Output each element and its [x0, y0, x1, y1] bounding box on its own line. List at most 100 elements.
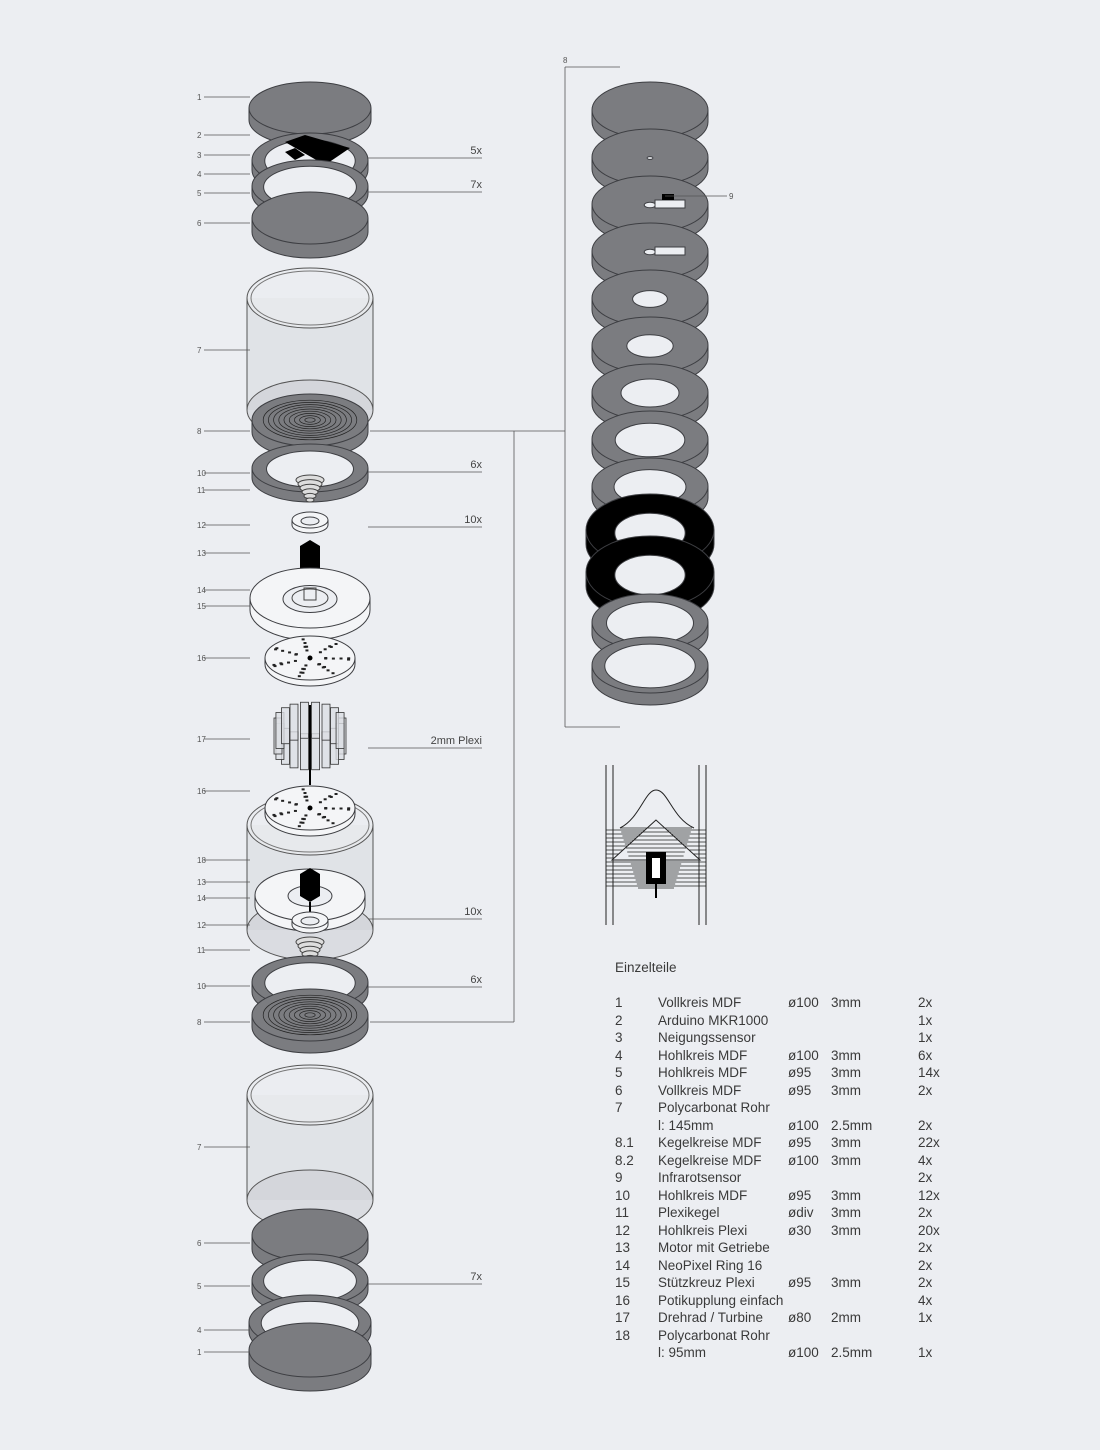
part-quantity: 2x	[918, 1082, 933, 1098]
part-name: Arduino MKR1000	[658, 1012, 769, 1028]
coupling-slot	[301, 638, 305, 641]
cone-ring	[304, 417, 316, 423]
part-thickness: 3mm	[831, 1222, 861, 1238]
cone-ring	[278, 1001, 342, 1029]
coupling-slot	[301, 671, 305, 674]
tube-inner	[250, 270, 370, 326]
coupling-slot	[274, 798, 278, 801]
coupling-slot	[301, 788, 305, 791]
part-name: Polycarbonat Rohr	[658, 1100, 770, 1115]
disc-hole	[300, 516, 320, 526]
coupling-slot	[293, 809, 297, 812]
disc-top	[251, 393, 369, 447]
part-quantity: 1x	[918, 1345, 933, 1360]
part-diameter: ø100	[788, 1152, 819, 1168]
part-number: 1	[615, 995, 623, 1010]
cone-ring	[262, 994, 358, 1036]
stack-label: 8	[563, 56, 568, 65]
coupling-slot	[317, 663, 321, 666]
disc-top	[248, 1322, 372, 1378]
disc-hole	[643, 248, 657, 256]
part-quantity: 14x	[918, 1065, 940, 1080]
quantity-label: 2mm Plexi	[431, 735, 482, 747]
part-quantity: 12x	[918, 1187, 940, 1203]
cone-ring	[299, 415, 321, 425]
cone-ring	[294, 1008, 326, 1022]
disc-hole	[620, 378, 680, 408]
part-thickness: 3mm	[831, 1082, 861, 1098]
callout-number: 2	[197, 131, 202, 140]
callout-number: 1	[197, 93, 202, 102]
part-thickness: 3mm	[831, 1152, 861, 1168]
part-quantity: 1x	[918, 1030, 933, 1045]
coupling-slot	[275, 797, 279, 800]
callout-number: 14	[197, 894, 206, 903]
part-number: 11	[615, 1205, 630, 1220]
part-number: 17	[615, 1310, 631, 1325]
disc-hole	[646, 156, 654, 160]
part-name: Potikupplung einfach	[658, 1292, 784, 1308]
part-name: Vollkreis MDF	[658, 995, 742, 1010]
part-1-solid-disc	[248, 81, 372, 147]
callout-number: 17	[197, 735, 206, 744]
disc-top	[251, 988, 369, 1042]
coupling-slot	[304, 814, 308, 817]
part-12-plexi-ring	[291, 511, 329, 534]
part-2-arduino	[285, 135, 350, 165]
cone-layer	[305, 497, 315, 503]
part-name: Infrarotsensor	[658, 1170, 742, 1185]
callout-number: 1	[197, 1348, 202, 1357]
part-11-plexi-cone	[295, 474, 325, 503]
part-diameter: ø80	[788, 1310, 812, 1325]
coupling-slot	[302, 668, 306, 671]
part-quantity: 2x	[918, 1205, 933, 1220]
callout-number: 10	[197, 982, 206, 991]
callout-number: 18	[197, 856, 206, 865]
coupling-slot	[326, 819, 330, 822]
part-1-solid-disc	[248, 1322, 372, 1392]
part-number: 3	[615, 1030, 623, 1045]
turbine-blade	[321, 703, 331, 741]
coupling-slot	[331, 807, 335, 810]
part-thickness: 2mm	[831, 1310, 861, 1325]
part-number: 16	[615, 1292, 631, 1308]
parts-table-title: Einzelteile	[615, 960, 677, 975]
part-quantity: 22x	[918, 1135, 940, 1150]
coupling-slot	[317, 813, 321, 816]
coupling-slot	[294, 803, 298, 806]
callout-number: 8	[197, 1018, 202, 1027]
tube-top	[246, 267, 374, 329]
callout-number: 14	[197, 586, 206, 595]
part-name: Neigungssensor	[658, 1030, 756, 1045]
part-diameter: ø100	[788, 1117, 819, 1133]
support-cross	[303, 587, 317, 601]
part-quantity: 1x	[918, 1012, 933, 1028]
coupling-slot	[272, 813, 276, 816]
coupling-slot	[304, 664, 308, 667]
tube-inner	[250, 1067, 370, 1123]
disc-hole	[614, 554, 686, 596]
part-8-cone-disc	[251, 988, 369, 1054]
coupling-slot	[301, 667, 305, 670]
part-7-tube	[246, 1064, 374, 1231]
turbine-blade	[335, 712, 345, 749]
callout-number: 4	[197, 1326, 202, 1335]
callout-number: 7	[197, 1143, 202, 1152]
coupling-slot	[299, 671, 303, 674]
coupling-slot	[318, 801, 322, 804]
cone-ring	[262, 399, 358, 441]
coupling-slot	[329, 795, 333, 798]
callout-number: 3	[197, 151, 202, 160]
part-thickness: 3mm	[831, 1065, 861, 1080]
callout-number: 15	[197, 602, 206, 611]
disc-hole	[614, 422, 686, 458]
part-quantity: 6x	[918, 1047, 933, 1063]
part-name: Stützkreuz Plexi	[658, 1275, 755, 1290]
part-name: Polycarbonat Rohr	[658, 1327, 770, 1343]
callout-number: 16	[197, 654, 206, 663]
disc-hole	[300, 916, 320, 926]
turbine-blade	[289, 703, 299, 741]
coupling-slot	[347, 808, 351, 811]
part-name: Kegelkreise MDF	[658, 1152, 762, 1168]
